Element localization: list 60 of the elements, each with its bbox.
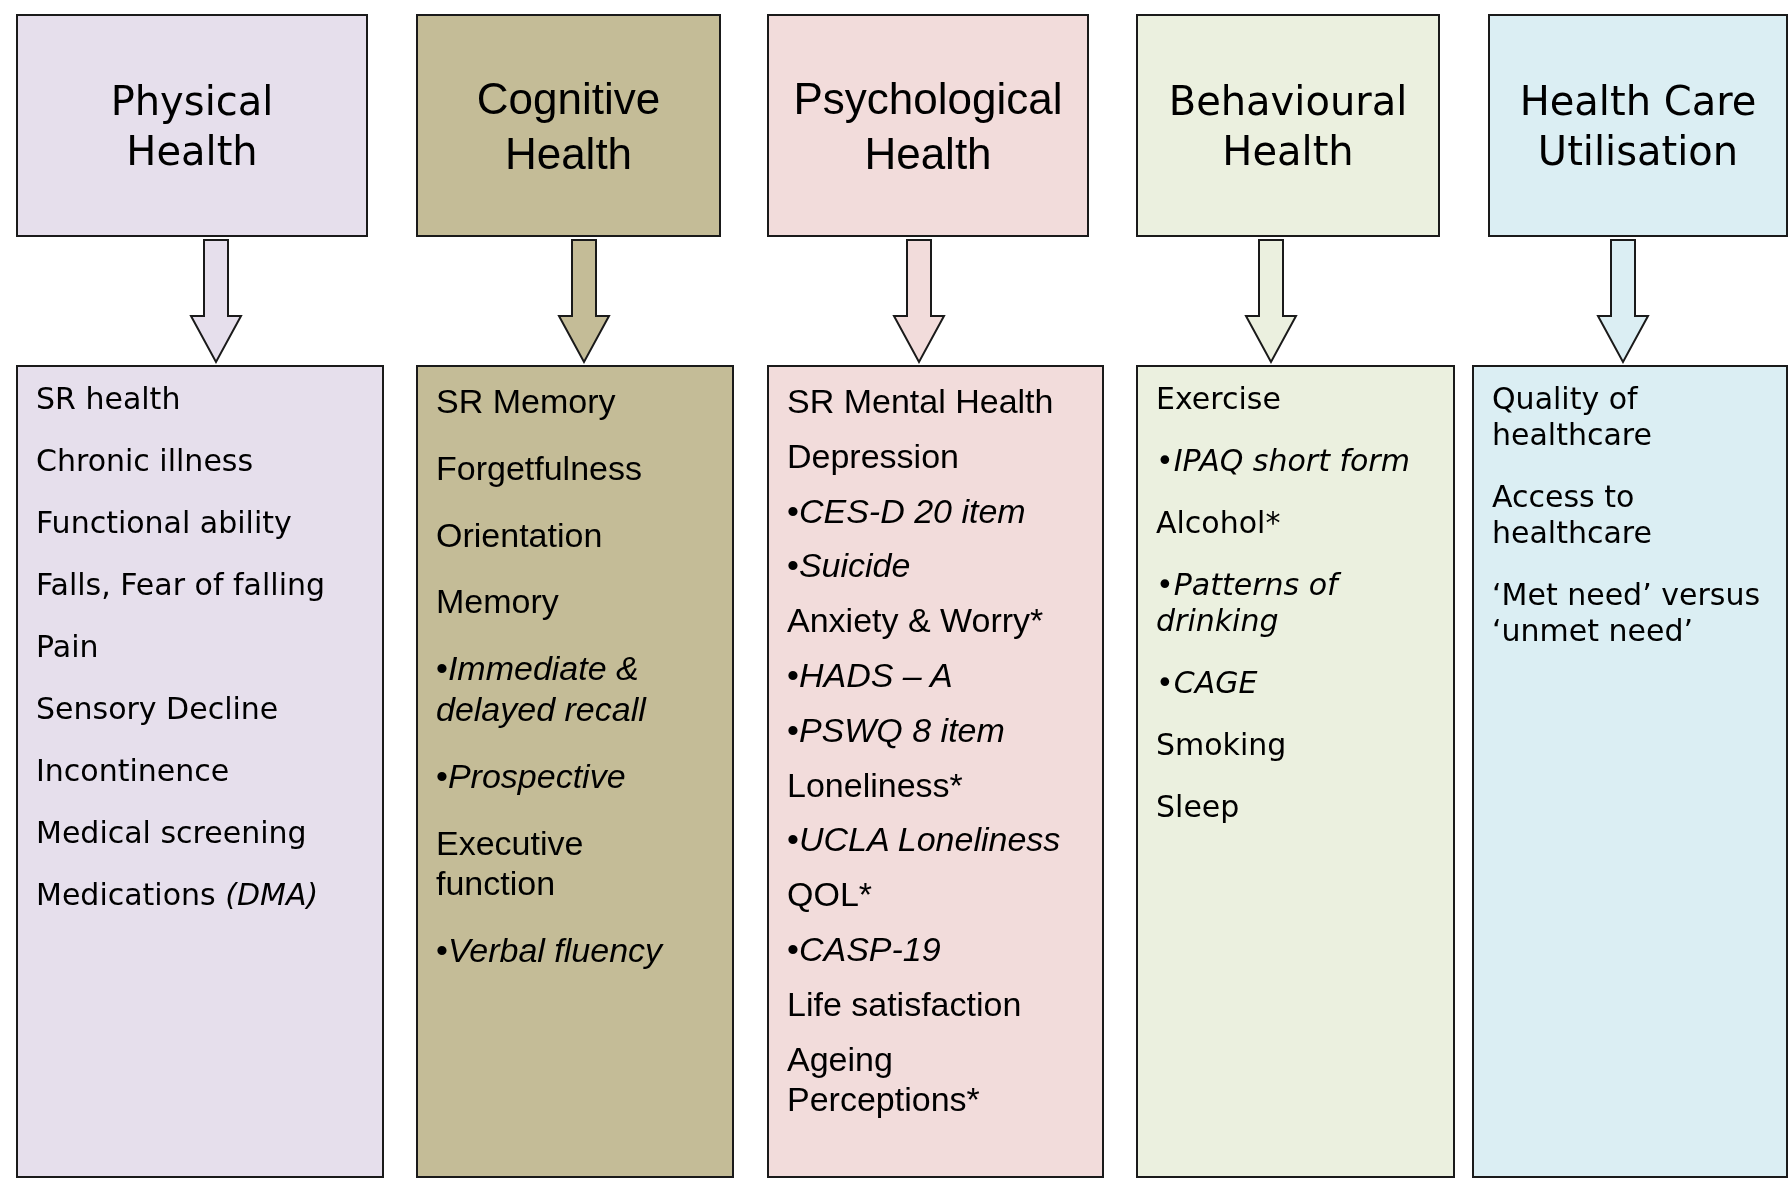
category-title: Health Care Utilisation	[1518, 76, 1758, 176]
item-text: •Immediate & delayed recall	[436, 648, 648, 730]
item-text: Incontinence	[36, 753, 230, 789]
item-text: Sensory Decline	[36, 691, 279, 727]
item-text: Sleep	[1156, 789, 1240, 825]
item-list-box	[767, 365, 1104, 1178]
category-title: Psychological Health	[792, 72, 1064, 180]
item-text: Anxiety & Worry*	[787, 600, 1044, 641]
category-box	[16, 14, 368, 237]
item-text: Pain	[36, 629, 99, 665]
item-text: Depression	[787, 435, 959, 477]
item-text: QOL*	[787, 874, 873, 915]
item-list-box	[1472, 365, 1788, 1178]
item-text: •Verbal fluency	[436, 930, 663, 971]
item-text: Alcohol*	[1156, 505, 1281, 541]
item-text: •CES-D 20 item	[787, 490, 1026, 532]
item-text: •HADS – A	[787, 655, 953, 696]
item-text: •IPAQ short form	[1156, 443, 1410, 479]
item-text: •Patterns of drinking	[1156, 567, 1437, 639]
item-text: •PSWQ 8 item	[787, 709, 1005, 751]
item-text: Forgetfulness	[436, 447, 642, 489]
block-arrow	[557, 239, 611, 365]
item-text: SR Mental Health	[787, 381, 1054, 422]
item-text: Life satisfaction	[787, 983, 1022, 1025]
item-text: ‘Met need’ versus ‘unmet need’	[1492, 577, 1762, 649]
category-title: Cognitive Health	[475, 72, 662, 180]
item-text: Loneliness*	[787, 764, 963, 806]
item-text: Quality of healthcare	[1492, 381, 1653, 453]
item-text: Smoking	[1156, 727, 1287, 763]
item-text: Orientation	[436, 514, 603, 556]
item-text: Medications (DMA)	[36, 877, 319, 913]
block-arrow	[1244, 239, 1298, 365]
item-text: •Suicide	[787, 545, 911, 587]
item-text: •Prospective	[436, 755, 626, 797]
block-arrow	[1596, 239, 1650, 365]
category-title: Behavioural Health	[1167, 76, 1409, 176]
item-text: •CAGE	[1156, 665, 1258, 701]
item-text: Exercise	[1156, 381, 1281, 417]
block-arrow	[892, 239, 946, 365]
item-text: Executive function	[436, 822, 585, 905]
item-text: SR Memory	[436, 381, 616, 422]
item-text: Chronic illness	[36, 443, 254, 479]
item-text: Access to healthcare	[1492, 479, 1653, 551]
item-text: Functional ability	[36, 505, 292, 541]
item-list-box	[416, 365, 734, 1178]
item-list-box	[16, 365, 384, 1178]
item-text: •UCLA Loneliness	[787, 819, 1061, 861]
category-box	[1136, 14, 1440, 237]
item-list-box	[1136, 365, 1455, 1178]
category-box	[416, 14, 721, 237]
block-arrow	[189, 239, 243, 365]
category-box	[767, 14, 1089, 237]
item-text: Memory	[436, 581, 559, 623]
category-title: Physical Health	[109, 76, 275, 176]
item-text: Medical screening	[36, 815, 307, 851]
item-text: •CASP-19	[787, 928, 941, 970]
item-text: Ageing Perceptions*	[787, 1038, 981, 1121]
item-text: SR health	[36, 381, 181, 417]
category-box	[1488, 14, 1788, 237]
item-text: Falls, Fear of falling	[36, 567, 326, 603]
